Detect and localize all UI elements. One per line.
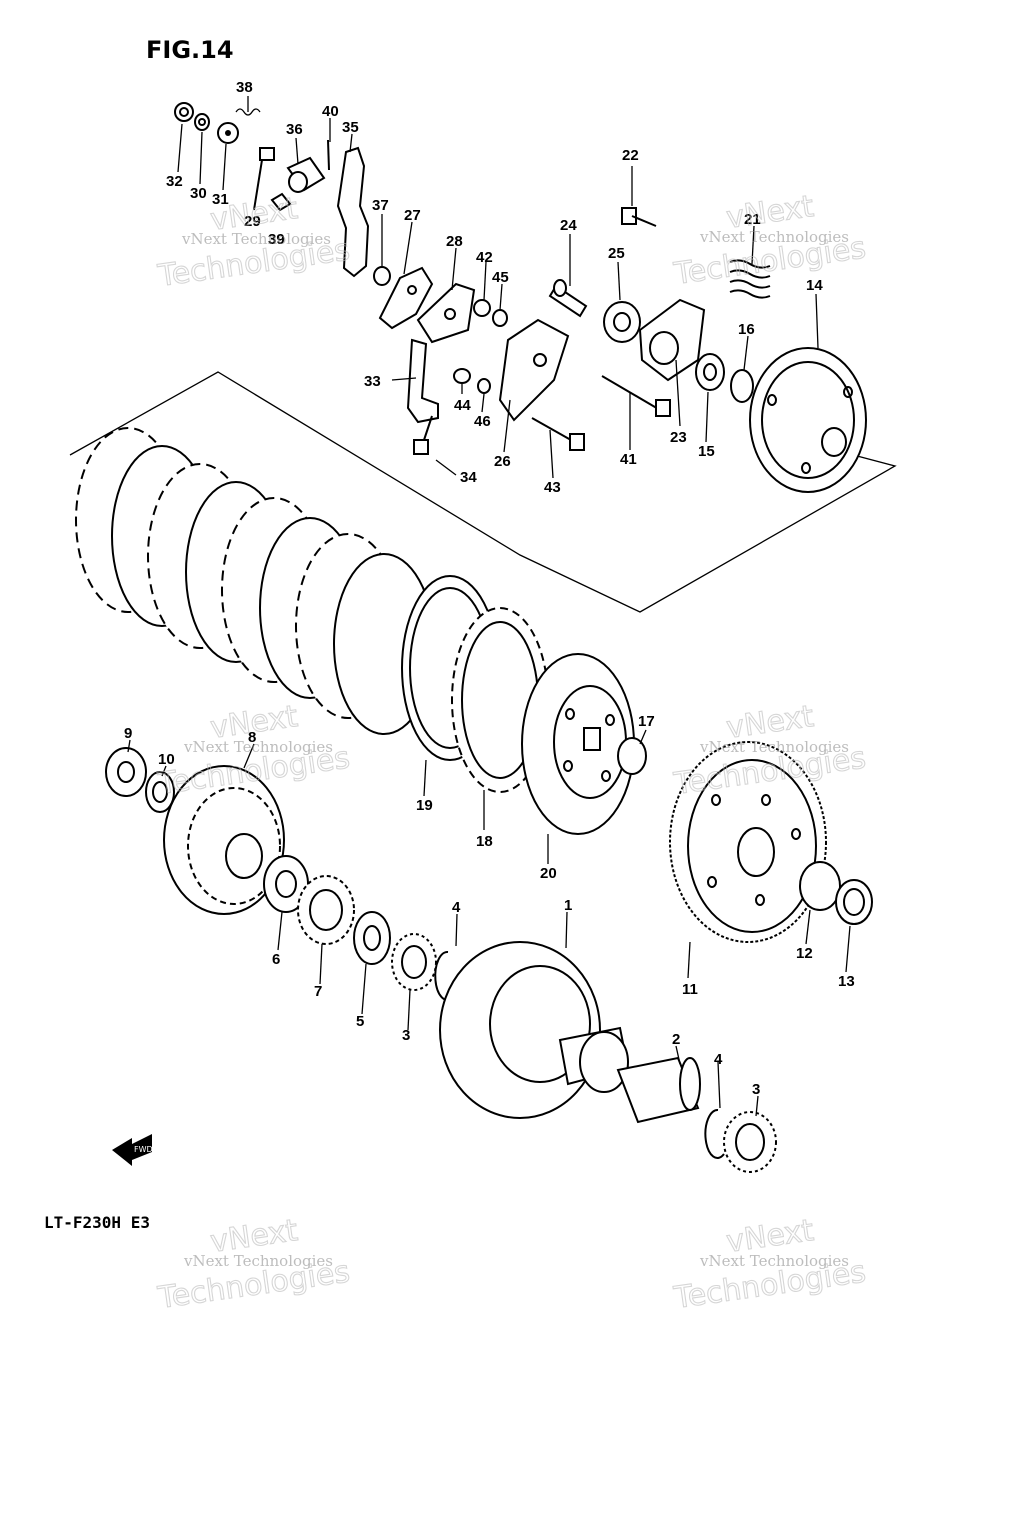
release-lever-assembly xyxy=(174,102,867,493)
part-label-25: 25 xyxy=(608,245,625,262)
part-label-13: 13 xyxy=(838,973,855,990)
lower-clutch-assembly xyxy=(105,741,873,1173)
figure-title: FIG.14 xyxy=(146,36,234,64)
part-label-22: 22 xyxy=(622,147,639,164)
part-label-36: 36 xyxy=(286,121,303,138)
part-label-34: 34 xyxy=(460,469,477,486)
part-label-43: 43 xyxy=(544,479,561,496)
part-label-30: 30 xyxy=(190,185,207,202)
svg-text:vNext Technologies: vNext Technologies xyxy=(699,1252,849,1270)
svg-text:vNext Technologies: vNext Technologies xyxy=(183,738,333,756)
part-label-35: 35 xyxy=(342,119,359,136)
front-direction-arrow: FWD xyxy=(112,1134,153,1166)
part-label-3: 3 xyxy=(402,1027,410,1044)
part-label-41: 41 xyxy=(620,451,637,468)
part-label-7: 7 xyxy=(314,983,322,1000)
part-label-1: 1 xyxy=(564,897,572,914)
part-label-2: 2 xyxy=(672,1031,680,1048)
watermark-top-left: vNext vNext Technologies Technologies xyxy=(155,190,353,294)
part-label-46: 46 xyxy=(474,413,491,430)
clutch-plate-stack xyxy=(75,427,647,835)
part-label-16: 16 xyxy=(738,321,755,338)
part-label-45: 45 xyxy=(492,269,509,286)
part-label-42: 42 xyxy=(476,249,493,266)
part-number-labels: 1 2 3 4 5 6 7 8 9 10 11 12 13 14 15 16 1… xyxy=(124,79,855,1098)
svg-text:vNext Technologies: vNext Technologies xyxy=(183,1252,333,1270)
part-label-24: 24 xyxy=(560,217,577,234)
svg-text:vNext Technologies: vNext Technologies xyxy=(699,228,849,246)
watermark-mid-left: vNext vNext Technologies Technologies xyxy=(155,698,353,802)
leader-lines xyxy=(127,96,851,1117)
watermark-bottom-right: vNext vNext Technologies Technologies xyxy=(671,1212,869,1316)
part-label-10: 10 xyxy=(158,751,175,768)
part-label-27: 27 xyxy=(404,207,421,224)
part-label-23: 23 xyxy=(670,429,687,446)
part-label-12: 12 xyxy=(796,945,813,962)
part-label-3-right: 3 xyxy=(752,1081,760,1098)
part-label-31: 31 xyxy=(212,191,229,208)
part-label-40: 40 xyxy=(322,103,339,120)
part-label-14: 14 xyxy=(806,277,823,294)
assembly-outline xyxy=(69,371,897,613)
part-label-33: 33 xyxy=(364,373,381,390)
watermark-mid-right: vNext vNext Technologies Technologies xyxy=(671,698,869,802)
svg-text:vNext Technologies: vNext Technologies xyxy=(181,230,331,248)
model-code: LT-F230H E3 xyxy=(44,1213,150,1232)
part-label-4-right: 4 xyxy=(714,1051,723,1068)
watermark-bottom-left: vNext vNext Technologies Technologies xyxy=(155,1212,353,1316)
part-label-38: 38 xyxy=(236,79,253,96)
part-label-9: 9 xyxy=(124,725,132,742)
svg-text:vNext Technologies: vNext Technologies xyxy=(699,738,849,756)
watermark-top-right: vNext vNext Technologies Technologies xyxy=(671,188,869,292)
part-label-28: 28 xyxy=(446,233,463,250)
part-label-29: 29 xyxy=(244,213,261,230)
part-label-20: 20 xyxy=(540,865,557,882)
part-label-26: 26 xyxy=(494,453,511,470)
part-label-32: 32 xyxy=(166,173,183,190)
part-label-17: 17 xyxy=(638,713,655,730)
part-label-18: 18 xyxy=(476,833,493,850)
part-label-8: 8 xyxy=(248,729,256,746)
part-label-37: 37 xyxy=(372,197,389,214)
part-label-15: 15 xyxy=(698,443,715,460)
front-marker-text: FWD xyxy=(134,1145,153,1154)
part-label-11: 11 xyxy=(682,981,698,998)
part-label-44: 44 xyxy=(454,397,471,414)
part-label-19: 19 xyxy=(416,797,433,814)
part-label-39: 39 xyxy=(268,231,285,248)
part-label-6: 6 xyxy=(272,951,280,968)
part-label-5: 5 xyxy=(356,1013,364,1030)
part-label-4: 4 xyxy=(452,899,461,916)
part-label-21: 21 xyxy=(744,211,761,228)
